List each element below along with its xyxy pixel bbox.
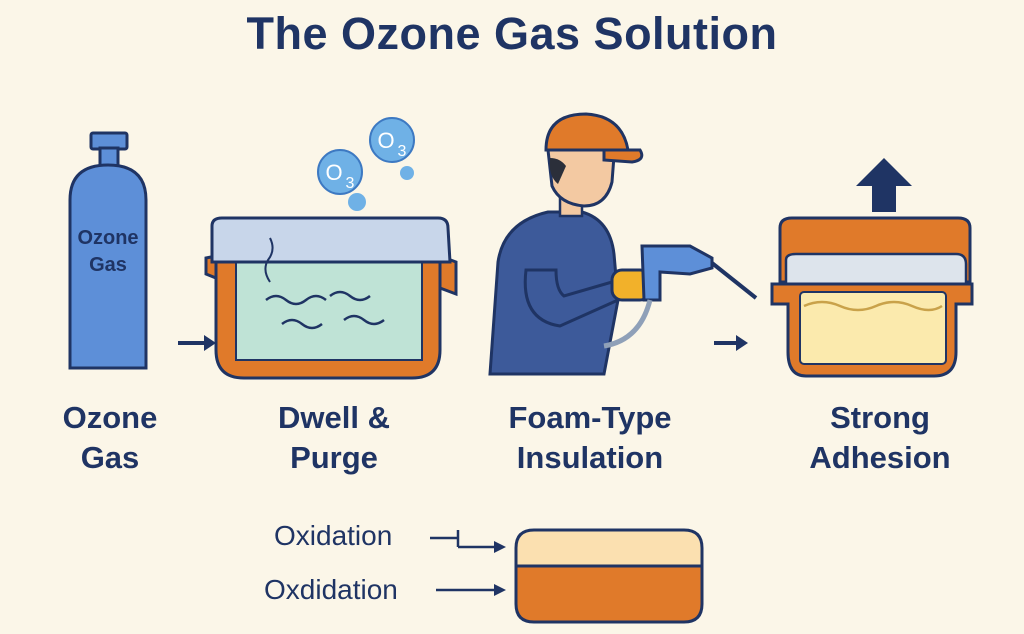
- molecule-symbol: O: [377, 128, 394, 153]
- molecule-subscript: 3: [398, 143, 407, 160]
- arrow-icon: [714, 335, 748, 351]
- up-arrow-icon: [856, 158, 912, 212]
- oxidized-container-icon: [514, 528, 704, 624]
- tank-label-line1: Ozone: [77, 227, 138, 249]
- step-label-dwell-purge: Dwell & Purge: [278, 400, 390, 475]
- oxdidation-arrow-icon: [436, 584, 506, 596]
- oxdidation-label: Oxdidation: [264, 574, 398, 605]
- step-label-strong-adhesion: Strong Adhesion: [809, 400, 951, 475]
- ozone-gas-cylinder-icon: Ozone Gas: [68, 131, 148, 370]
- dwell-purge-container-icon: [204, 216, 458, 380]
- page-title: The Ozone Gas Solution: [246, 8, 778, 59]
- worker-spraying-foam-icon: [488, 112, 758, 376]
- step-label-foam-insulation: Foam-Type Insulation: [508, 400, 672, 475]
- molecule-symbol: O: [325, 160, 342, 185]
- oxidation-arrow-icon: [430, 530, 506, 553]
- ozone-molecule-icon: O 3 O 3: [317, 117, 415, 211]
- molecule-subscript: 3: [346, 175, 355, 192]
- step-label-ozone-gas: Ozone Gas: [62, 400, 158, 475]
- tank-label-line2: Gas: [89, 254, 127, 276]
- arrow-icon: [178, 335, 216, 351]
- adhesion-container-icon: [770, 216, 974, 378]
- oxidation-label: Oxidation: [274, 520, 393, 551]
